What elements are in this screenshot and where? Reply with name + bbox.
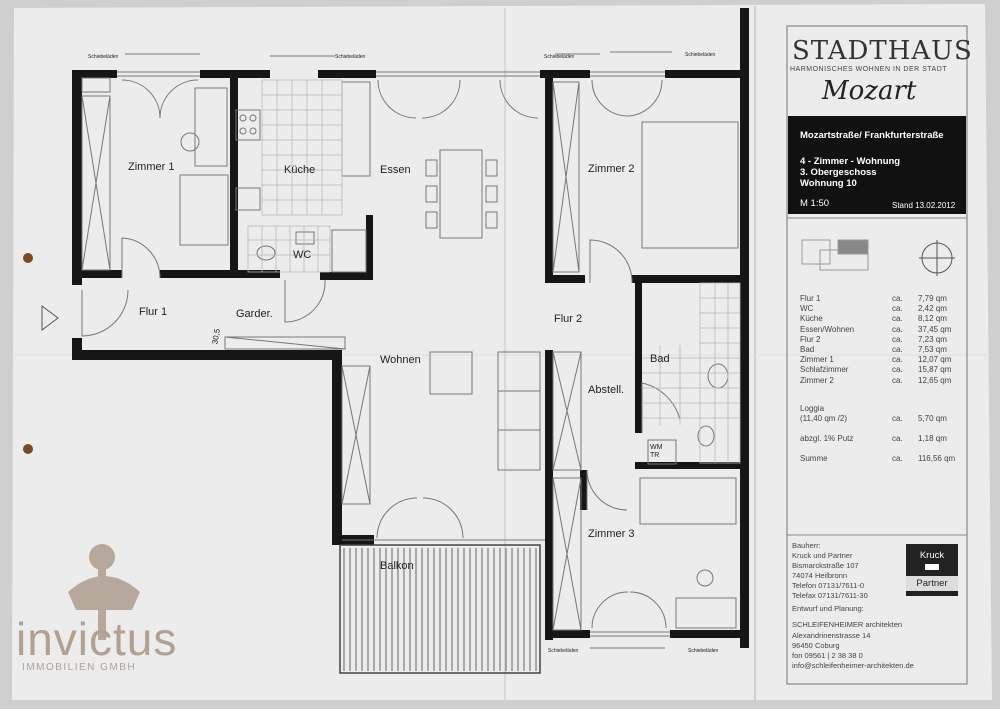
shutter-label: Schiebeläden: [544, 54, 575, 60]
kruck-partner-logo: Kruck Partner: [906, 544, 958, 596]
room-label-flur2: Flur 2: [554, 313, 582, 325]
room-label-zimmer3: Zimmer 3: [588, 528, 634, 540]
balcony-decking: [339, 544, 541, 674]
architect-info: Entwurf und Planung: SCHLEIFENHEIMER arc…: [792, 604, 914, 671]
shutter-label: Schiebeläden: [548, 648, 579, 654]
tile-grid: [247, 79, 741, 464]
unit-type: 4 - Zimmer - Wohnung: [800, 156, 901, 167]
punch-hole: [23, 444, 33, 454]
room-label-bad: Bad: [650, 353, 670, 365]
unit-number: Wohnung 10: [800, 178, 857, 189]
dimension-label: 30,5: [210, 328, 222, 345]
brand-script: Mozart: [822, 76, 917, 106]
room-label-balkon: Balkon: [380, 560, 414, 572]
room-label-tr: TR: [650, 452, 659, 459]
legend-panel: STADTHAUS HARMONISCHES WOHNEN IN DER STA…: [772, 14, 973, 694]
room-label-essen: Essen: [380, 164, 411, 176]
floor: 3. Obergeschoss: [800, 167, 877, 178]
room-label-garder: Garder.: [236, 308, 273, 320]
room-label-zimmer1: Zimmer 1: [128, 161, 174, 173]
builder-info: Bauherr: Kruck und Partner Bismarckstraß…: [792, 541, 868, 600]
loggia-row: Loggia: [800, 403, 825, 413]
watermark-sub: IMMOBILIEN GMBH: [22, 662, 137, 673]
knight-logo-icon: [68, 544, 140, 640]
room-label-wc: WC: [293, 249, 311, 261]
date: Stand 13.02.2012: [892, 201, 956, 210]
address: Mozartstraße/ Frankfurterstraße: [800, 130, 944, 141]
loggia-row: (11,40 qm /2)ca.5,70 qm: [800, 413, 947, 423]
shutter-label: Schiebeläden: [688, 648, 719, 654]
room-label-wohnen: Wohnen: [380, 354, 421, 366]
watermark-name: invictus: [16, 613, 178, 665]
windows: [81, 51, 681, 649]
punch-hole: [23, 253, 33, 263]
brand-tagline: HARMONISCHES WOHNEN IN DER STADT: [790, 66, 948, 73]
room-label-zimmer2: Zimmer 2: [588, 163, 634, 175]
legend-frame: [786, 25, 968, 685]
scale: M 1:50: [800, 198, 830, 209]
project-info-box: Mozartstraße/ Frankfurterstraße 4 - Zimm…: [788, 116, 966, 214]
shutter-label: Schiebeläden: [685, 52, 716, 58]
room-label-kueche: Küche: [284, 164, 315, 176]
location-map: [801, 239, 869, 271]
walls: [72, 8, 749, 648]
north-arrow-icon: [919, 240, 955, 276]
furniture: [41, 77, 739, 631]
room-label-abstell: Abstell.: [588, 384, 624, 396]
brand-title: STADTHAUS: [792, 36, 973, 66]
shutter-label: Schiebeläden: [88, 54, 119, 60]
room-label-flur1: Flur 1: [139, 306, 167, 318]
shutter-label: Schiebeläden: [335, 54, 366, 60]
room-label-wm: WM: [650, 444, 663, 451]
